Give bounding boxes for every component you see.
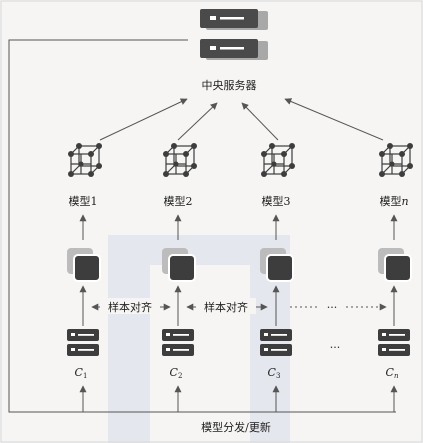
cube-network-icon [163, 143, 197, 177]
client-server-icon [260, 329, 292, 356]
model-label-3: 模型3 [262, 194, 291, 208]
ellipsis-clients: ··· [330, 341, 341, 354]
model-label-1: 模型1 [69, 194, 98, 208]
model-label-2: 模型2 [164, 194, 193, 208]
align-label-bg [100, 298, 160, 314]
model-label-n: 模型n [379, 194, 408, 208]
client-label-2: C2 [170, 366, 183, 380]
sample-align-label-1: 样本对齐 [108, 300, 152, 314]
client-server-icon [162, 329, 194, 356]
feedback-loop-line [8, 39, 396, 413]
model-stack-icon [162, 248, 196, 282]
model-stack-icon [378, 248, 412, 282]
align-label-bg [196, 298, 256, 314]
client-to-stack-arrows [79, 285, 398, 326]
client-server-icon [378, 329, 410, 356]
bottom-label: 模型分发/更新 [201, 420, 271, 434]
client-label-3: C3 [268, 366, 281, 380]
client-label-n: Cn [386, 366, 399, 380]
cube-network-icon [261, 143, 295, 177]
cube-network-icon [379, 143, 413, 177]
stack-to-model-arrows [79, 214, 398, 240]
cube-network-icon [68, 143, 102, 177]
model-to-server-arrows [99, 98, 384, 141]
central-server-icon [200, 9, 268, 60]
model-stack-icon [260, 248, 294, 282]
server-label: 中央服务器 [202, 79, 257, 92]
client-server-icon [67, 329, 99, 356]
sample-align-label-2: 样本对齐 [204, 300, 248, 314]
client-label-1: C1 [75, 366, 88, 380]
distribution-arrows [79, 385, 398, 412]
ellipsis-row: ··· [327, 301, 338, 314]
model-stack-icon [67, 248, 101, 282]
